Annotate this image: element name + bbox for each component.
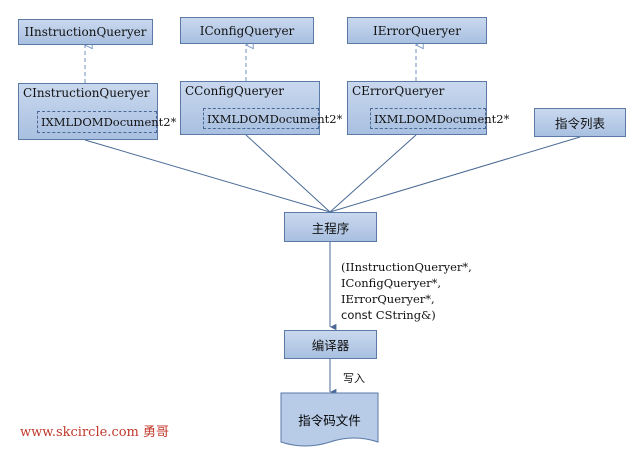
- param-line-1: (IInstructionQueryer*,: [341, 260, 472, 274]
- main-program-label: 主程序: [311, 220, 350, 236]
- class-config-member: IXMLDOMDocument2*: [203, 108, 342, 129]
- class-instruction-title: CInstructionQueryer: [23, 86, 150, 100]
- param-const-keyword: const: [341, 308, 373, 322]
- param-line-3: IErrorQueryer*,: [341, 292, 435, 306]
- instruction-to-main-line: [84, 139, 331, 213]
- compiler-box: 编译器: [284, 330, 377, 359]
- interface-config-queryer: IConfigQueryer: [180, 17, 314, 44]
- output-file-label: 指令码文件: [298, 413, 361, 428]
- compiler-label: 编译器: [311, 338, 350, 353]
- param-line-2: IConfigQueryer*,: [341, 276, 442, 290]
- class-instruction-queryer: CInstructionQueryer IXMLDOMDocument2*: [18, 83, 176, 140]
- interface-error-label: IErrorQueryer: [373, 23, 461, 38]
- write-label: 写入: [343, 372, 365, 385]
- error-to-main-line: [329, 134, 417, 213]
- class-config-member-label: IXMLDOMDocument2*: [207, 111, 343, 126]
- compiler-parameters: (IInstructionQueryer*, IConfigQueryer*, …: [341, 259, 472, 323]
- instruction-list-box: 指令列表: [534, 108, 626, 137]
- interface-config-label: IConfigQueryer: [199, 23, 295, 38]
- class-error-member: IXMLDOMDocument2*: [370, 108, 509, 129]
- param-line-4: const CString&): [341, 307, 472, 323]
- interface-instruction-label: IInstructionQueryer: [24, 25, 147, 39]
- interface-instruction-queryer: IInstructionQueryer: [18, 19, 153, 45]
- watermark-text: www.skcircle.com 勇哥: [20, 425, 170, 440]
- main-program-box: 主程序: [284, 212, 377, 242]
- param-line-4-rest: CString&): [372, 308, 436, 322]
- output-file-shape: [280, 392, 379, 447]
- list-to-main-line: [329, 136, 581, 213]
- interface-error-queryer: IErrorQueryer: [347, 17, 487, 44]
- class-error-member-label: IXMLDOMDocument2*: [374, 111, 510, 126]
- class-config-title: CConfigQueryer: [185, 84, 285, 98]
- class-error-title: CErrorQueryer: [352, 84, 445, 98]
- instruction-list-label: 指令列表: [554, 116, 605, 131]
- class-instruction-member: IXMLDOMDocument2*: [37, 111, 176, 133]
- class-error-queryer: CErrorQueryer IXMLDOMDocument2*: [347, 81, 509, 135]
- class-instruction-member-label: IXMLDOMDocument2*: [41, 115, 177, 129]
- class-config-queryer: CConfigQueryer IXMLDOMDocument2*: [180, 81, 342, 135]
- config-to-main-line: [245, 134, 331, 213]
